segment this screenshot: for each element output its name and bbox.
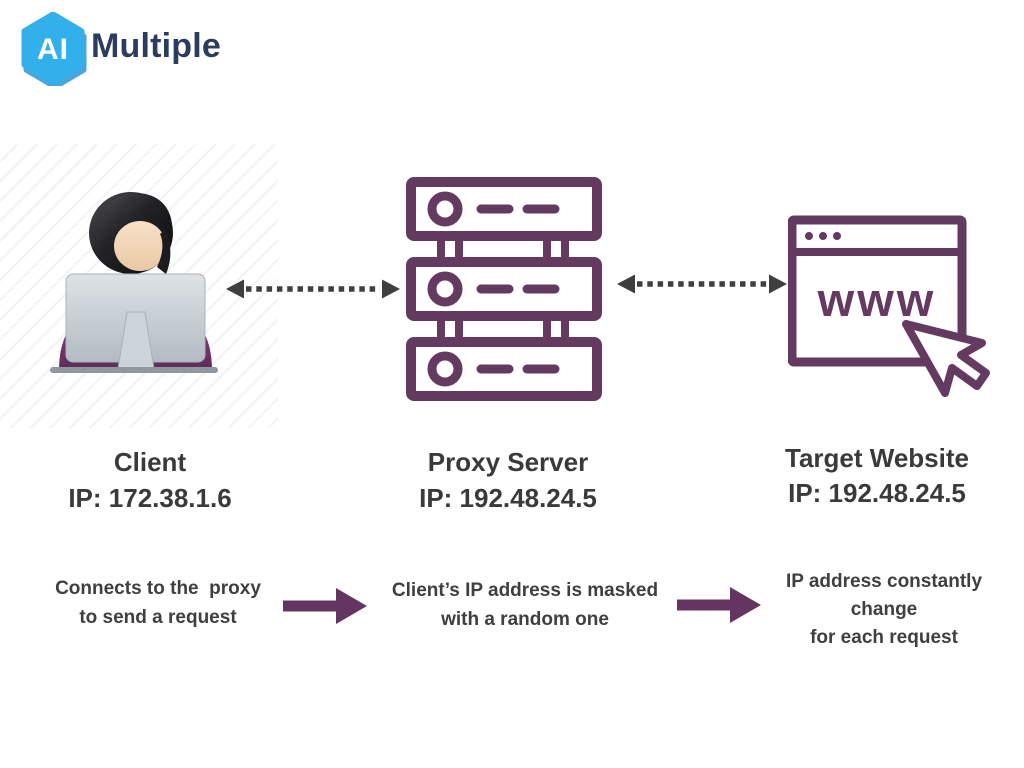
brand-badge-text: AI <box>37 33 69 66</box>
client-proxy-arrow-icon <box>226 279 400 299</box>
target-title: Target Website <box>785 443 969 473</box>
brand-name: Multiple <box>91 26 222 65</box>
proxy-target-arrow-icon <box>617 274 787 294</box>
step2-arrow-icon <box>677 587 761 623</box>
step1-caption: Connects to the proxy to send a request <box>40 574 276 632</box>
target-label: Target Website IP: 192.48.24.5 <box>755 441 999 511</box>
proxy-ip: IP: 192.48.24.5 <box>419 483 597 513</box>
client-hair-strand <box>157 230 171 274</box>
client-illustration <box>0 144 278 428</box>
step3-line1: IP address constantly <box>785 571 983 592</box>
step3-line3: for each request <box>810 627 958 648</box>
step3-line2: change <box>850 599 918 620</box>
target-website-icon: www <box>788 215 990 397</box>
step1-line1: Connects to the proxy <box>55 578 261 599</box>
desk-line <box>50 367 218 373</box>
proxy-server-icon <box>406 177 602 401</box>
step2-caption: Client’s IP address is masked with a ran… <box>383 576 667 634</box>
step2-line1: Client’s IP address is masked <box>391 580 659 601</box>
client-ip: IP: 172.38.1.6 <box>68 483 232 513</box>
client-face <box>114 221 166 271</box>
step1-line2: to send a request <box>79 607 237 628</box>
client-title: Client <box>113 447 187 477</box>
www-label: www <box>817 273 937 326</box>
target-ip: IP: 192.48.24.5 <box>788 478 966 508</box>
step1-arrow-icon <box>283 588 367 624</box>
client-label: Client IP: 172.38.1.6 <box>30 444 270 516</box>
brand-logo: AI Multiple <box>18 12 221 86</box>
cursor-icon <box>902 320 990 397</box>
step3-caption: IP address constantly change for each re… <box>770 568 998 652</box>
browser-dots-icon <box>805 232 841 240</box>
proxy-title: Proxy Server <box>427 447 589 477</box>
client-hair-fringe <box>99 192 172 258</box>
step2-line2: with a random one <box>441 609 609 630</box>
proxy-label: Proxy Server IP: 192.48.24.5 <box>388 444 628 516</box>
brand-hexagon-icon: AI <box>21 12 87 86</box>
